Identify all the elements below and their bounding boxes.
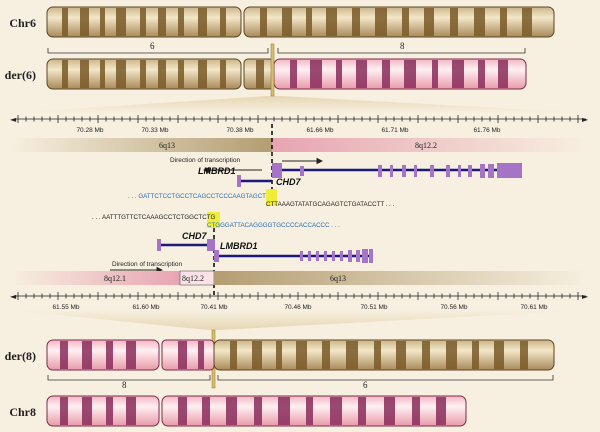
- band-label-8q12-2-bottom: 8q12.2: [182, 274, 204, 283]
- bottom-tick-label-4: 70.46 Mb: [284, 304, 311, 311]
- band-8q12-2-top: [272, 138, 590, 152]
- junction-highlight-2: [207, 212, 220, 228]
- top-axis-arrow-left: ◄: [10, 115, 17, 124]
- band-8q12-1-bottom: [10, 271, 180, 285]
- direction-label-bottom: Direction of transcription: [112, 261, 182, 268]
- sequence-line-2: CTTAAAGTATATGCAGAGTCTGATACCTT . . .: [266, 201, 395, 208]
- bottom-axis-arrow-right: ►: [582, 292, 589, 301]
- band-6q13-bottom: [214, 271, 590, 285]
- band-6q13-top: [10, 138, 272, 152]
- region-bracket-top: [47, 48, 526, 54]
- direction-label-top: Direction of transcription: [170, 157, 240, 164]
- sequence-4-junction: CTG: [207, 222, 220, 229]
- top-tick-label-6: 61.76 Mb: [473, 127, 500, 134]
- region-label-8-bottom: 8: [122, 380, 127, 390]
- band-label-8q12-1-bottom: 8q12.1: [104, 274, 126, 283]
- top-axis: [14, 115, 586, 123]
- zoom-fan-bottom: [10, 310, 590, 330]
- top-tick-label-3: 70.38 Mb: [226, 127, 253, 134]
- chr8-ideogram: [46, 395, 467, 427]
- region-label-6-top: 6: [150, 41, 155, 51]
- sequence-3-black: . . . AATTTGTTCTCAAAGCCTCTGGCT: [92, 214, 202, 221]
- zoom-fan-top: [10, 96, 590, 113]
- der6-ideogram: [46, 58, 527, 90]
- gene-model-bottom: [157, 239, 373, 263]
- band-label-6q13-bottom: 6q13: [330, 274, 346, 283]
- bottom-tick-label-7: 70.61 Mb: [520, 304, 547, 311]
- gene-label-chd7-bottom: CHD7: [182, 231, 207, 241]
- top-axis-labels: 70.28 Mb 70.33 Mb 70.38 Mb 61.66 Mb 61.7…: [76, 127, 500, 134]
- sequence-line-4: CTGGGATTACAGGGGTGCCCCACCACCC . . .: [207, 222, 340, 229]
- gene-model-top: [237, 163, 522, 187]
- bottom-tick-label-5: 70.51 Mb: [360, 304, 387, 311]
- chr6-ideogram: [46, 6, 555, 38]
- bottom-tick-label-2: 61.60 Mb: [132, 304, 159, 311]
- sequence-1-blue: . . . GATTCTCCTGCCTCAGCCTCCCAAGTAG: [128, 193, 258, 200]
- chr8-label: Chr8: [9, 405, 36, 419]
- top-tick-label-4: 61.66 Mb: [306, 127, 333, 134]
- sequence-line-1: . . . GATTCTCCTGCCTCAGCCTCCCAAGTAGCT: [128, 193, 266, 200]
- sequence-4-blue: GGATTACAGGGGTGCCCCACCACCC . . .: [220, 222, 340, 229]
- band-label-6q13-top: 6q13: [159, 141, 175, 150]
- sequence-2-black: AAAGTATATGCAGAGTCTGATACCTT . . .: [278, 201, 395, 208]
- gene-label-lmbrd1-bottom: LMBRD1: [220, 241, 258, 251]
- top-tick-label-1: 70.28 Mb: [76, 127, 103, 134]
- direction-arrow-left-top: [202, 166, 262, 174]
- breakpoint-connector-top: [270, 43, 275, 97]
- region-label-6-bottom: 6: [363, 380, 368, 390]
- der6-label: der(6): [5, 68, 36, 82]
- bottom-tick-label-1: 61.55 Mb: [52, 304, 79, 311]
- gene-label-lmbrd1-top: LMBRD1: [198, 166, 236, 176]
- top-tick-label-2: 70.33 Mb: [141, 127, 168, 134]
- bottom-axis: [14, 292, 586, 300]
- junction-highlight-1: [266, 189, 277, 206]
- sequence-1-junction: CT: [258, 193, 266, 200]
- bottom-axis-labels: 61.55 Mb 61.60 Mb 70.41 Mb 70.46 Mb 70.5…: [52, 304, 547, 311]
- top-tick-label-5: 61.71 Mb: [381, 127, 408, 134]
- bottom-tick-label-6: 70.56 Mb: [440, 304, 467, 311]
- direction-arrow-right-top: [282, 157, 324, 165]
- chr6-label: Chr6: [9, 16, 36, 30]
- sequence-3-junction: CTG: [202, 214, 215, 221]
- sequence-2-junction: CTT: [266, 201, 278, 208]
- top-axis-arrow-right: ►: [582, 115, 589, 124]
- der8-ideogram: [46, 339, 555, 371]
- der8-label: der(8): [5, 349, 36, 363]
- bottom-axis-arrow-left: ◄: [10, 292, 17, 301]
- gene-label-chd7-top: CHD7: [276, 177, 301, 187]
- region-label-8-top: 8: [400, 41, 405, 51]
- band-label-8q12-2-top: 8q12.2: [415, 141, 437, 150]
- bottom-tick-label-3: 70.41 Mb: [200, 304, 227, 311]
- sequence-line-3: . . . AATTTGTTCTCAAAGCCTCTGGCTCTG: [92, 214, 215, 221]
- region-bracket-bottom: [47, 375, 554, 381]
